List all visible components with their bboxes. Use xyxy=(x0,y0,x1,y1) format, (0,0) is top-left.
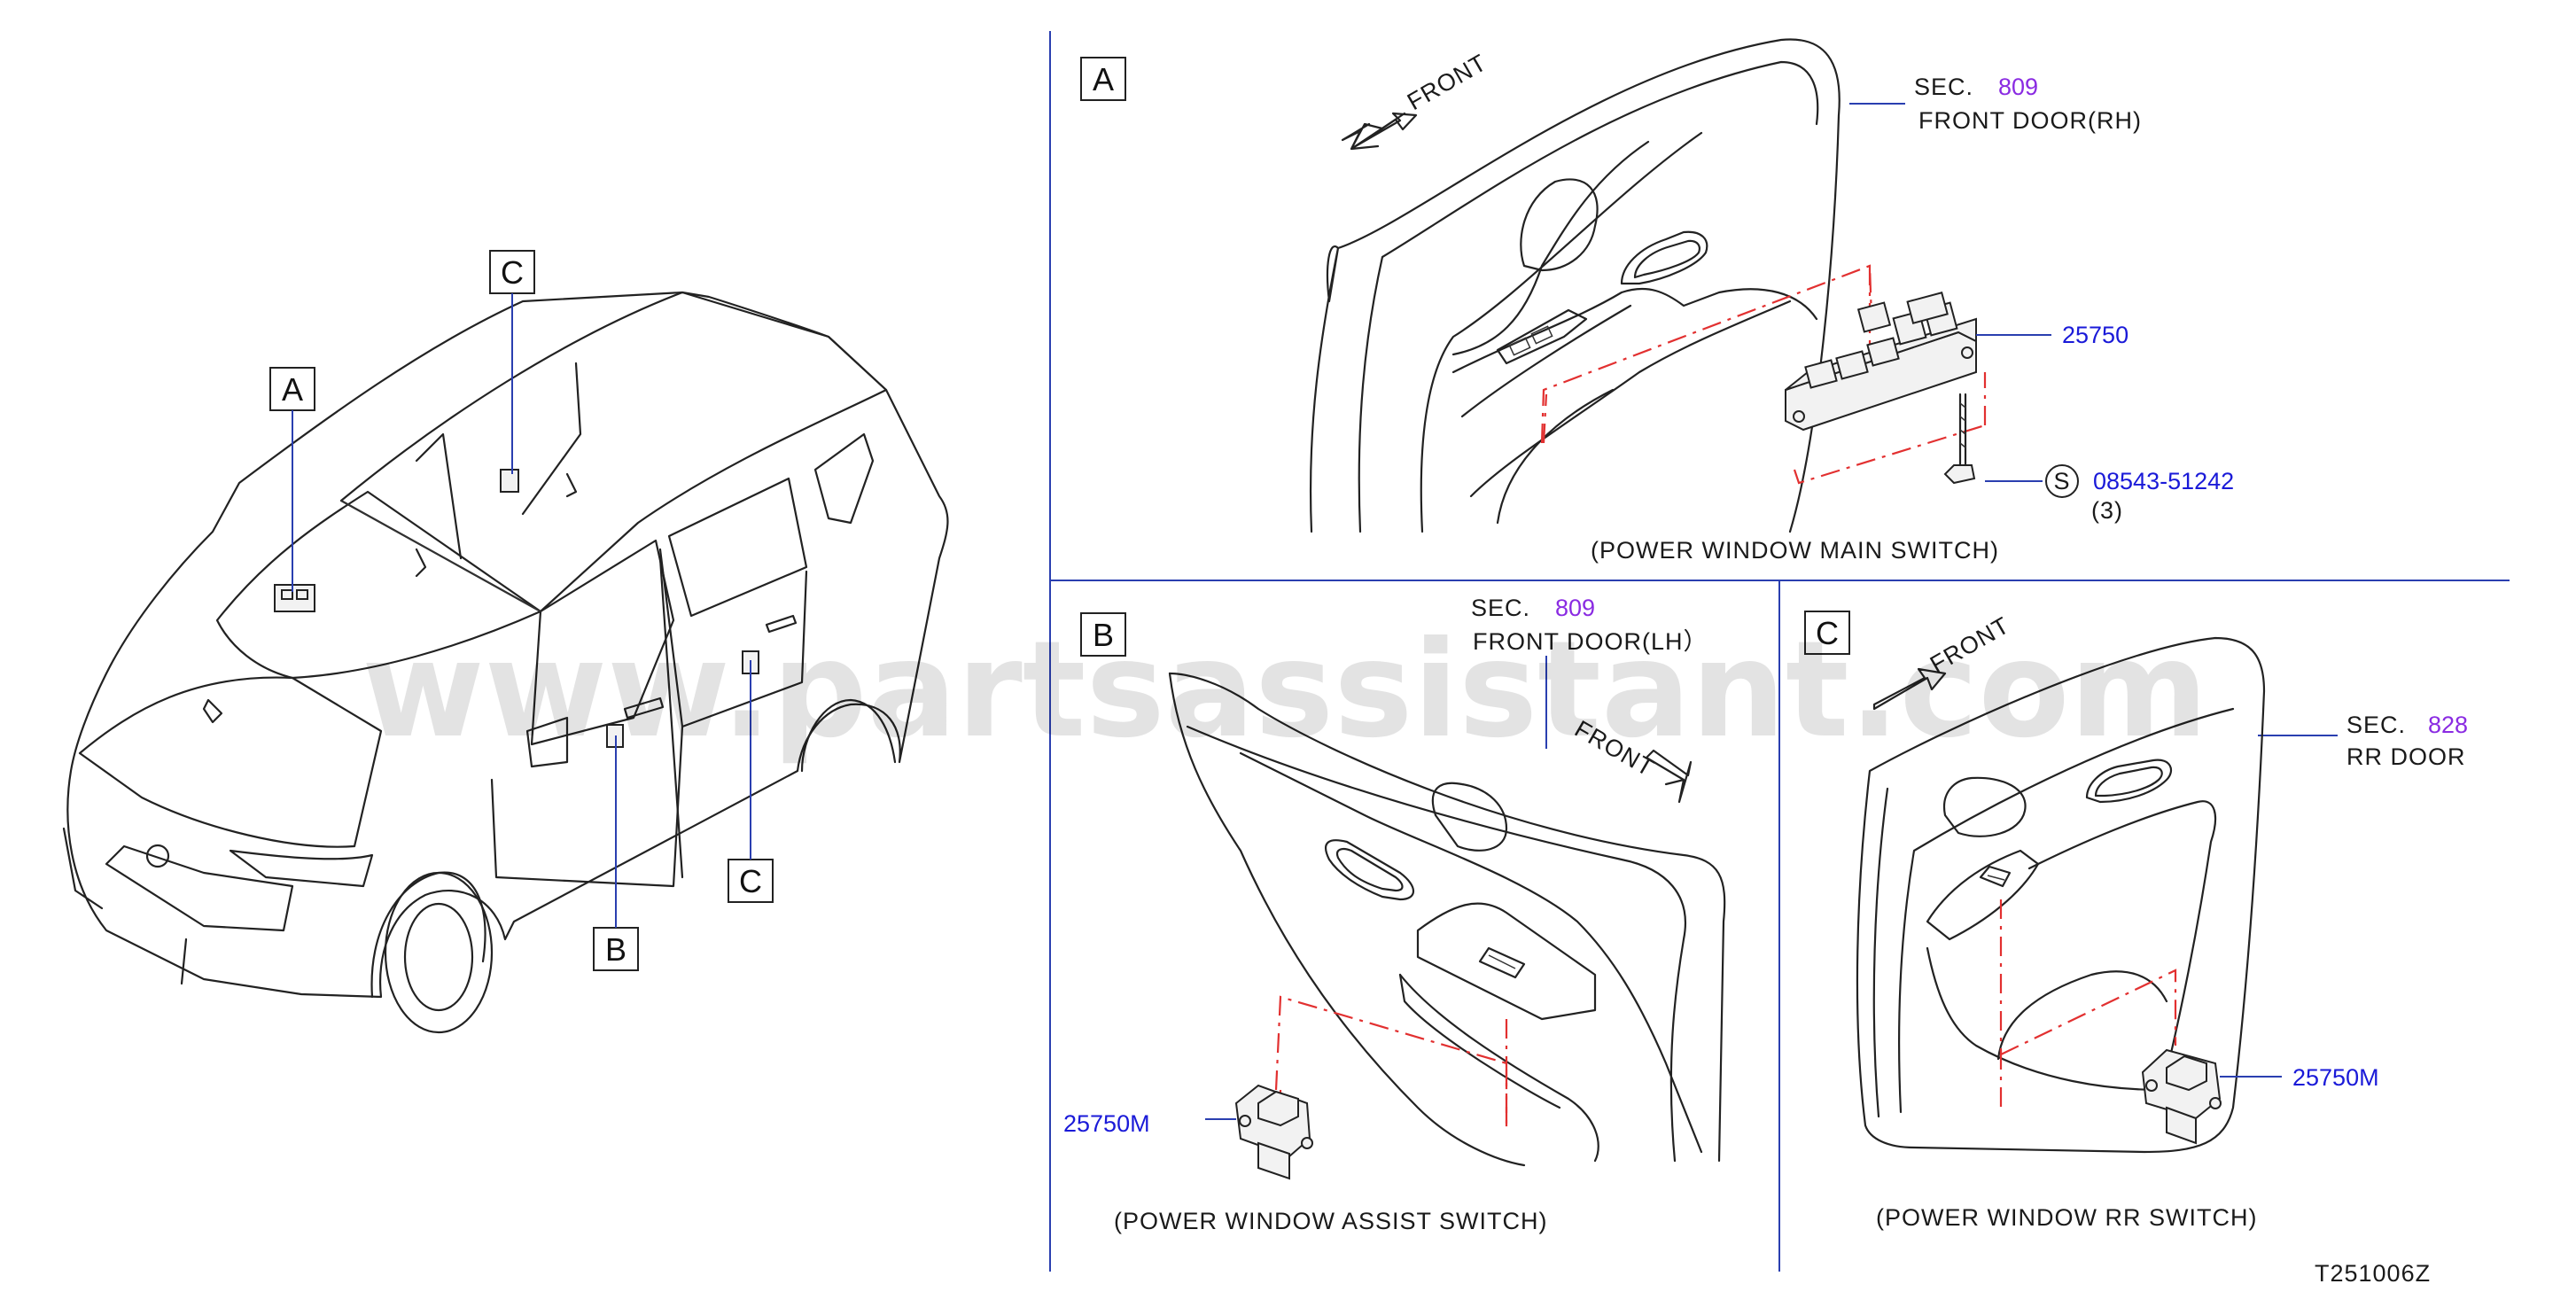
part-number-screw: 08543-51242 xyxy=(2093,468,2234,494)
screw-symbol-circle xyxy=(2045,464,2079,498)
door-trim-rear xyxy=(1856,636,2266,1154)
callout-letter: C xyxy=(501,254,524,291)
alignment-lines-b xyxy=(1274,995,1508,1130)
sec-prefix: SEC. xyxy=(1471,595,1530,621)
screw-symbol: S xyxy=(2053,468,2070,494)
assist-switch-part xyxy=(1234,1084,1313,1180)
panel-dividers xyxy=(1049,31,2510,1272)
panel-letter: B xyxy=(1093,617,1114,653)
sec-description: RR DOOR xyxy=(2346,743,2466,770)
rr-switch-part xyxy=(2141,1048,2222,1145)
panel-a: A FRONT xyxy=(1080,38,2234,564)
panel-caption: (POWER WINDOW RR SWITCH) xyxy=(1876,1204,2257,1231)
callout-a-overview: A xyxy=(269,367,315,592)
callout-letter: A xyxy=(282,371,303,408)
sec-description: FRONT DOOR(RH) xyxy=(1918,107,2142,134)
diagram-code: T251006Z xyxy=(2315,1260,2431,1287)
front-arrow-icon: FRONT xyxy=(1341,49,1491,151)
main-switch-part xyxy=(1785,292,1977,432)
sec-number: 828 xyxy=(2428,712,2468,738)
door-trim-lh xyxy=(1168,672,1726,1167)
screw-icon xyxy=(1943,393,1976,485)
panel-letter: C xyxy=(1816,615,1839,651)
callout-letter: C xyxy=(739,863,762,899)
alignment-lines-c xyxy=(1999,899,2177,1108)
front-label: FRONT xyxy=(1403,49,1491,115)
sec-number: 809 xyxy=(1555,595,1595,621)
watermark-text: www.partsassistant.com xyxy=(362,613,2208,767)
callout-letter: B xyxy=(605,931,626,968)
sec-number: 809 xyxy=(1998,74,2038,100)
part-number-assist-switch: 25750M xyxy=(1063,1110,1150,1137)
screw-quantity: (3) xyxy=(2091,497,2123,524)
panel-letter: A xyxy=(1093,61,1114,97)
door-trim-rh xyxy=(1309,38,1841,533)
callout-c-upper-overview: C xyxy=(489,250,535,474)
panel-caption: (POWER WINDOW MAIN SWITCH) xyxy=(1591,537,1999,564)
panel-caption: (POWER WINDOW ASSIST SWITCH) xyxy=(1114,1208,1548,1234)
part-number-main-switch: 25750 xyxy=(2062,322,2129,348)
sec-description: FRONT DOOR(LH） xyxy=(1473,628,1708,655)
sec-prefix: SEC. xyxy=(1914,74,1973,100)
sec-prefix: SEC. xyxy=(2346,712,2406,738)
vehicle-overview-drawing xyxy=(62,291,949,1034)
part-number-rr-switch: 25750M xyxy=(2292,1064,2379,1091)
callout-c-lower-overview: C xyxy=(728,660,774,903)
callout-b-overview: B xyxy=(593,735,639,971)
panel-b: B SEC. 809 FRONT DOOR(LH） FRONT xyxy=(1063,595,1726,1234)
